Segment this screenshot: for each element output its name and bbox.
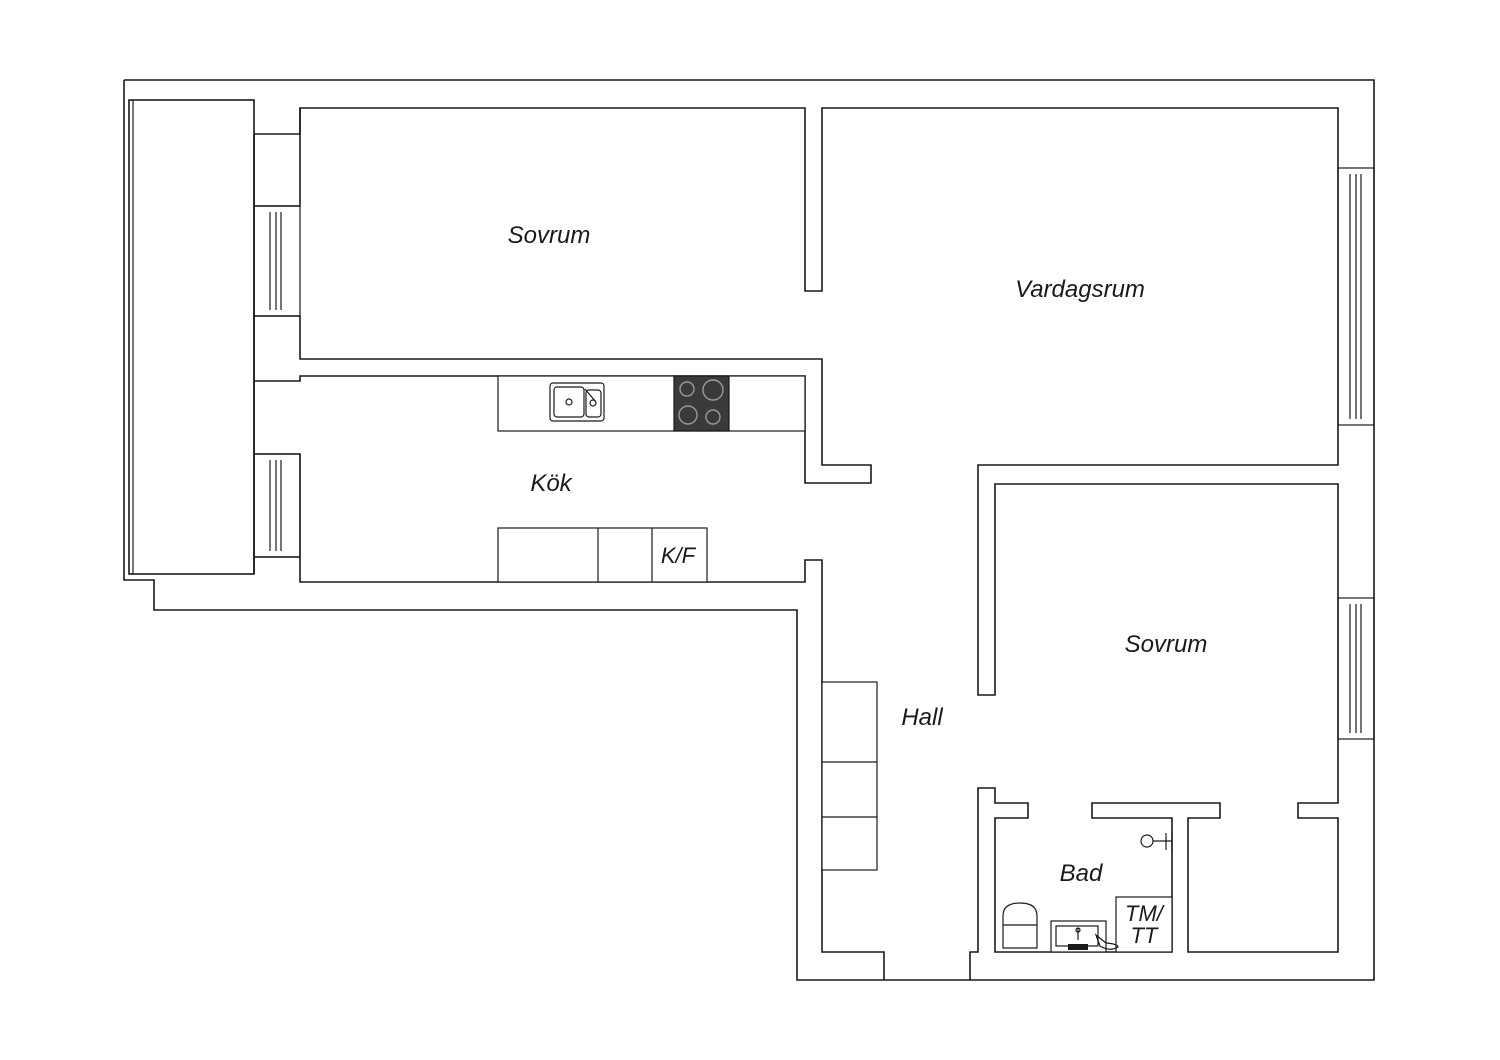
washer-dryer: TM/ TT: [1115, 896, 1173, 953]
room-label-living-room: Vardagsrum: [1015, 276, 1145, 303]
room-label-bathroom: Bad: [1060, 860, 1103, 887]
washer-dryer-label-1: TM/: [1125, 901, 1165, 926]
window-bedroom-2: [1337, 597, 1375, 740]
bathroom-fixtures: TM/ TT: [1002, 832, 1173, 953]
cooktop-icon: [673, 375, 730, 432]
balcony: [128, 99, 255, 575]
room-label-bedroom-1: Sovrum: [508, 222, 591, 249]
room-label-hall: Hall: [901, 704, 943, 731]
inner-walls: [253, 107, 1339, 980]
toilet-icon: [1002, 902, 1038, 949]
faucet-icon: [1094, 933, 1119, 950]
window-kitchen: [253, 453, 301, 558]
shower-icon: [1140, 832, 1173, 852]
kitchen-counter-bottom: K/F: [497, 527, 708, 583]
washbasin-icon: [1050, 920, 1107, 953]
sink-icon: [549, 382, 605, 422]
room-label-kitchen: Kök: [530, 470, 573, 497]
hall-wardrobe: [821, 681, 878, 871]
window-living-room: [1337, 167, 1375, 426]
kitchen-counter-top: [497, 375, 806, 432]
washer-dryer-label-2: TT: [1131, 923, 1159, 948]
room-label-bedroom-2: Sovrum: [1125, 631, 1208, 658]
outer-walls: [123, 79, 1375, 981]
room-labels: Sovrum Vardagsrum Kök Sovrum Hall Bad: [508, 222, 1208, 887]
fridge-freezer-label: K/F: [661, 543, 697, 568]
window-bedroom-1: [253, 205, 301, 317]
windows: [253, 167, 1375, 740]
